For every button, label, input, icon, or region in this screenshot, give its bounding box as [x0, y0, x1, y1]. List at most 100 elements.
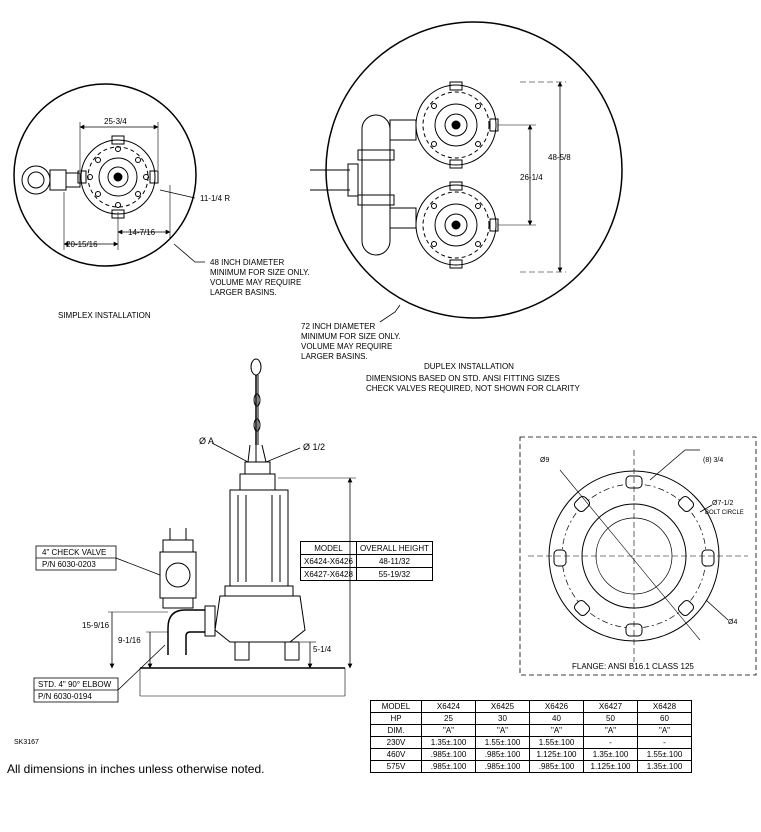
spec-cell: .985±.100: [475, 748, 530, 761]
spec-cell: 575V: [370, 760, 422, 773]
elevation-labels: Ø A Ø 1/2 15-9/16 9-1/16 5-1/4: [82, 436, 332, 654]
flange-d4: Ø4: [728, 619, 737, 626]
spec-cell: 1.35±.100: [583, 748, 638, 761]
spec-cell: .985±.100: [529, 760, 584, 773]
footnote: All dimensions in inches unless otherwis…: [7, 762, 265, 776]
simplex-dim-outer: 20-15/16: [66, 240, 98, 249]
elevation-view: [108, 358, 356, 697]
simplex-dim-radius: 11-1/4 R: [200, 194, 230, 203]
duplex-subtitle-2: CHECK VALVES REQUIRED, NOT SHOWN FOR CLA…: [366, 384, 580, 393]
spec-cell: .985±.100: [421, 748, 476, 761]
simplex-title: SIMPLEX INSTALLATION: [58, 311, 151, 320]
elbow-part: P/N 6030-0194: [38, 692, 92, 701]
spec-cell: 1.35±.100: [637, 760, 692, 773]
check-valve-callout: 4" CHECK VALVE P/N 6030-0203: [35, 545, 117, 571]
spec-table: MODEL X6424 X6425 X6426 X6427 X6428 HP 2…: [370, 700, 692, 773]
simplex-plan-view: [13, 83, 205, 267]
spec-cell: .985±.100: [475, 760, 530, 773]
spec-cell: "A": [529, 724, 584, 737]
spec-cell: -: [583, 736, 638, 749]
simplex-basin-outline: [13, 83, 197, 267]
spec-row-460v: 460V .985±.100 .985±.100 1.125±.100 1.35…: [370, 748, 692, 761]
spec-header: X6425: [475, 700, 530, 713]
spec-row-dim: DIM. "A" "A" "A" "A" "A": [370, 724, 692, 737]
spec-cell: .985±.100: [421, 760, 476, 773]
spec-cell: 1.35±.100: [421, 736, 476, 749]
spec-cell: 40: [529, 712, 584, 725]
simplex-note-2: MINIMUM FOR SIZE ONLY.: [210, 268, 310, 277]
spec-cell: 1.55±.100: [637, 748, 692, 761]
spec-cell: "A": [637, 724, 692, 737]
duplex-dim-overall: 48-5/8: [548, 153, 571, 162]
spec-cell: 25: [421, 712, 476, 725]
duplex-pump-2-outline: [415, 184, 497, 266]
overall-height-table: MODEL OVERALL HEIGHT X6424-X6426 48-11/3…: [300, 541, 434, 581]
flange-bolt-circle-dim: Ø7-1/2: [712, 500, 734, 507]
spec-cell: "A": [583, 724, 638, 737]
spec-header: X6424: [421, 700, 476, 713]
spec-cell: "A": [421, 724, 476, 737]
dim-5-1-4: 5-1/4: [313, 645, 332, 654]
spec-row-230v: 230V 1.35±.100 1.55±.100 1.55±.100 - -: [370, 736, 692, 749]
duplex-pump-1-outline: [415, 84, 497, 166]
simplex-dim-inner: 14-7/16: [128, 228, 156, 237]
simplex-labels: 25-3/4 11-1/4 R 14-7/16 20-15/16 48 INCH…: [58, 117, 310, 320]
duplex-note-2: MINIMUM FOR SIZE ONLY.: [301, 332, 401, 341]
duplex-note-3: VOLUME MAY REQUIRE: [301, 342, 392, 351]
flange-caption: FLANGE: ANSI B16.1 CLASS 125: [572, 662, 694, 671]
spec-header: X6426: [529, 700, 584, 713]
flange-inner: [581, 503, 687, 609]
dim-9-1-16: 9-1/16: [118, 636, 141, 645]
spec-row-575v: 575V .985±.100 .985±.100 .985±.100 1.125…: [370, 760, 692, 773]
spec-cell: 230V: [370, 736, 422, 749]
dia-half-label: Ø 1/2: [303, 442, 325, 452]
flange-bolt-circle-label: BOLT CIRCLE: [705, 510, 744, 516]
spec-cell: 1.55±.100: [529, 736, 584, 749]
flange-detail: [519, 436, 757, 676]
duplex-note-1: 72 INCH DIAMETER: [301, 322, 375, 331]
height-table-cell: 48-11/32: [355, 554, 434, 568]
duplex-note-4: LARGER BASINS.: [301, 352, 368, 361]
spec-header: X6428: [637, 700, 692, 713]
spec-cell: DIM.: [370, 724, 422, 737]
dia-a-label: Ø A: [199, 436, 214, 446]
flange-frame: [519, 436, 757, 676]
height-table-cell: 55-19/32: [355, 567, 434, 581]
simplex-dim-width: 25-3/4: [104, 117, 127, 126]
spec-cell: 50: [583, 712, 638, 725]
simplex-note-4: LARGER BASINS.: [210, 288, 277, 297]
spec-cell: 460V: [370, 748, 422, 761]
check-valve-part: P/N 6030-0203: [42, 560, 96, 569]
spec-cell: 30: [475, 712, 530, 725]
duplex-basin-outline: [325, 21, 623, 319]
flange-d9: Ø9: [540, 457, 549, 464]
spec-header: MODEL: [370, 700, 422, 713]
spec-cell: HP: [370, 712, 422, 725]
height-table-header: OVERALL HEIGHT: [355, 541, 434, 555]
duplex-dim-between: 26-1/4: [520, 173, 543, 182]
spec-cell: "A": [475, 724, 530, 737]
elbow-name: STD. 4" 90° ELBOW: [38, 680, 112, 689]
dim-15-9-16: 15-9/16: [82, 621, 110, 630]
spec-header: X6427: [583, 700, 638, 713]
simplex-note-3: VOLUME MAY REQUIRE: [210, 278, 301, 287]
duplex-subtitle-1: DIMENSIONS BASED ON STD. ANSI FITTING SI…: [366, 374, 560, 383]
spec-cell: -: [637, 736, 692, 749]
duplex-title: DUPLEX INSTALLATION: [424, 362, 514, 371]
spec-cell: 1.125±.100: [529, 748, 584, 761]
elbow-callout: STD. 4" 90° ELBOW P/N 6030-0194: [33, 677, 119, 703]
flange-holes: (8) 3/4: [703, 457, 723, 464]
motor-housing: [229, 489, 289, 587]
check-valve-name: 4" CHECK VALVE: [42, 548, 106, 557]
height-table-header: MODEL: [300, 541, 357, 555]
spec-cell: 1.125±.100: [583, 760, 638, 773]
flange-bolt-holes: [553, 475, 715, 637]
duplex-labels: 48-5/8 26-1/4 72 INCH DIAMETER MINIMUM F…: [301, 153, 580, 393]
height-table-cell: X6427-X6428: [300, 567, 357, 581]
spec-cell: 1.55±.100: [475, 736, 530, 749]
duplex-plan-view: [310, 21, 623, 323]
drawing-number: SK3167: [14, 739, 39, 746]
spec-row-hp: HP 25 30 40 50 60: [370, 712, 692, 725]
flange-labels: Ø9 (8) 3/4 Ø7-1/2 BOLT CIRCLE Ø4 FLANGE:…: [540, 457, 744, 671]
